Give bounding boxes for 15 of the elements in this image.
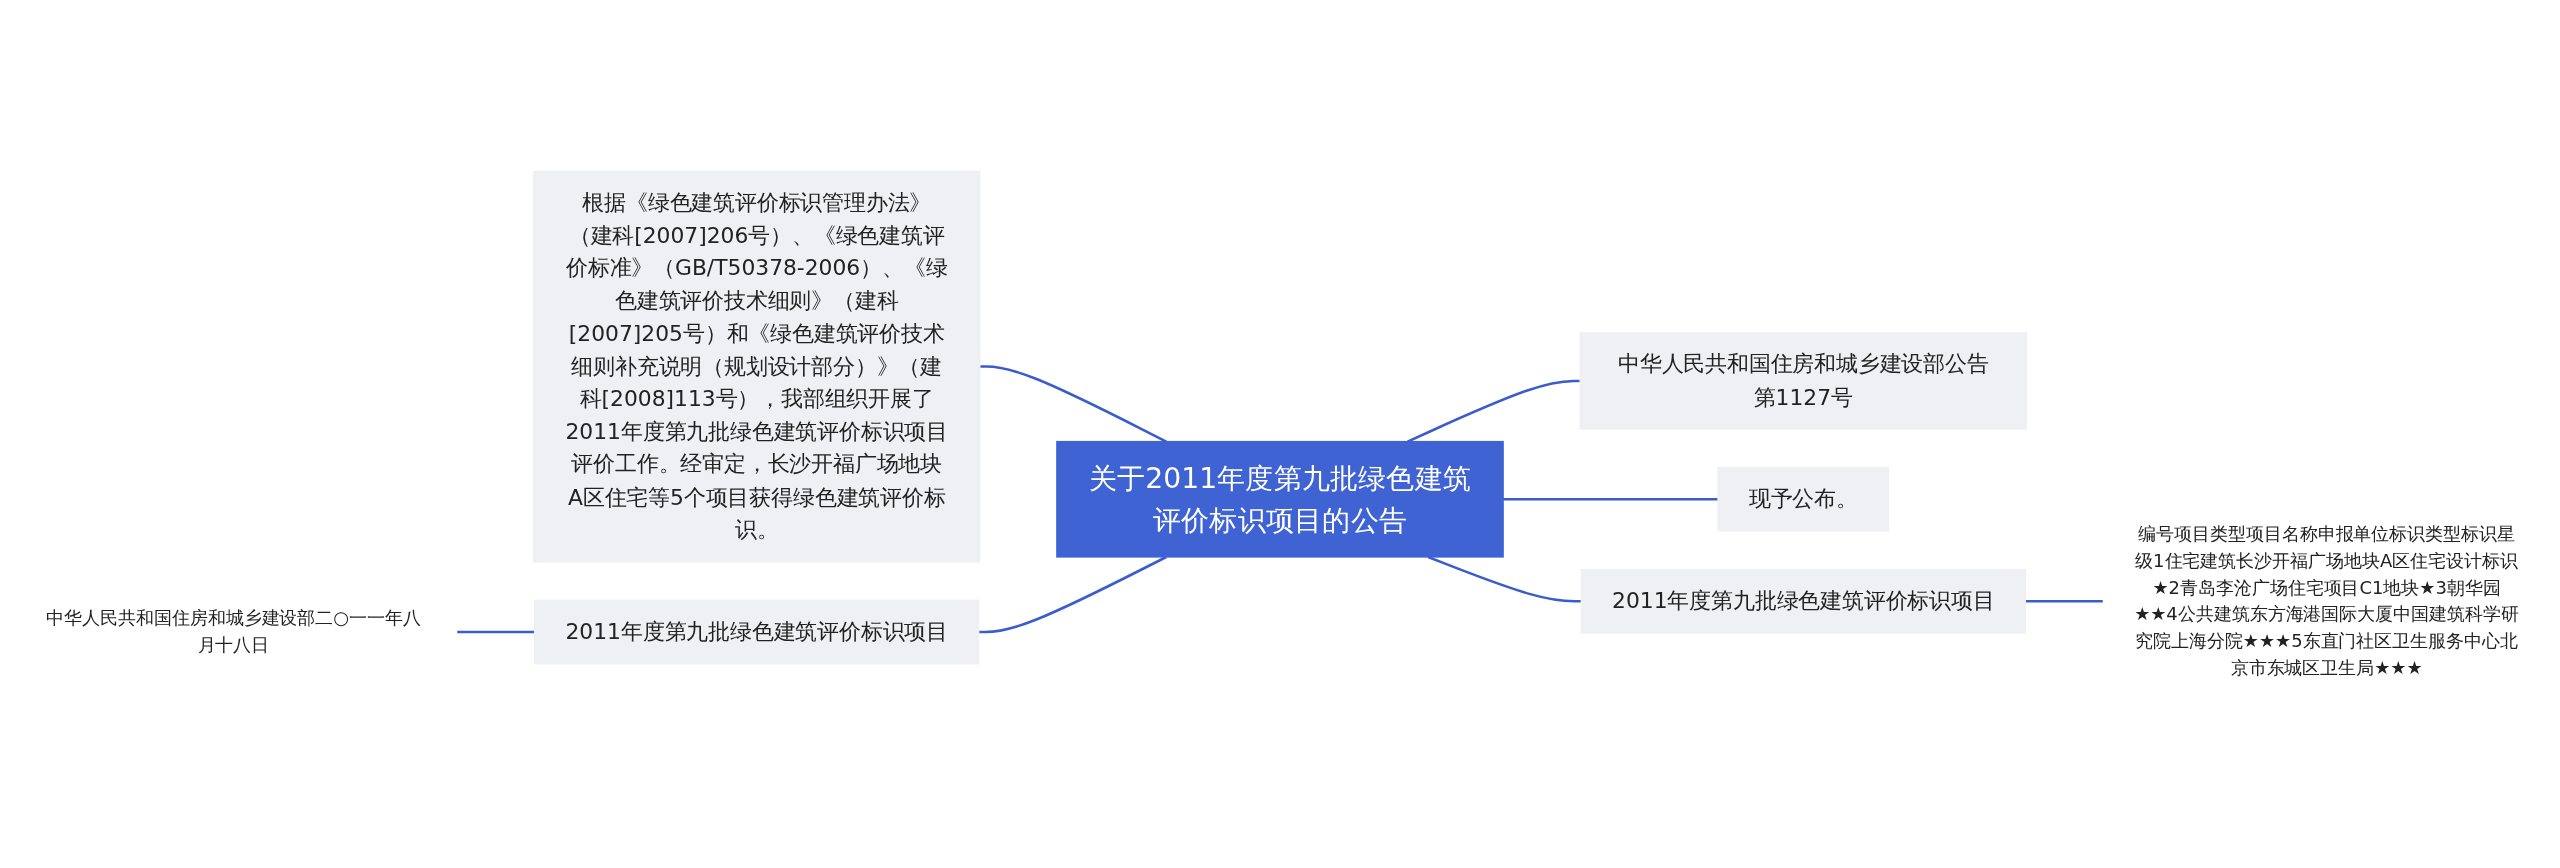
- connector: [978, 555, 1167, 633]
- node-box: 中华人民共和国住房和城乡建设部公告第1127号: [1579, 331, 2028, 430]
- node-box: 2011年度第九批绿色建筑评价标识项目: [1580, 568, 2026, 634]
- connector: [1427, 555, 1582, 603]
- node-box: 关于2011年度第九批绿色建筑评价标识项目的公告: [1056, 440, 1504, 558]
- connector: [2025, 599, 2104, 603]
- node-text: 编号项目类型项目名称申报单位标识类型标识星级1住宅建筑长沙开福广场地块A区住宅设计标识★2青岛李沧广场住宅项目C1地块★3朝华园★★4公共建筑东方海港国际大厦中国建筑科学研究院上海分院★★★5东直门社区卫生服务中心北京市东城区卫生局★★★: [2134, 522, 2519, 678]
- connector: [979, 364, 1167, 443]
- node-box: 现予公布。: [1717, 466, 1890, 532]
- connector: [1503, 497, 1718, 501]
- connector: [1407, 379, 1581, 443]
- node-box: 根据《绿色建筑评价标识管理办法》（建科[2007]206号）、《绿色建筑评价标准》（GB/T50378-2006）、《绿色建筑评价技术细则》（建科[2007]205号）和《绿色建筑评价技术细则补充说明（规划设计部分）》（建科[2008]113号），我部组织开展了2011年度第九批绿色建筑评价标识项目评价工作。经审定，长沙开福广场地块A区住宅等5个项目获得绿色建筑评价标识。: [532, 170, 981, 563]
- node-text: 中华人民共和国住房和城乡建设部二○一一年八月十八日: [46, 607, 421, 655]
- connector: [456, 630, 535, 633]
- node-box: 2011年度第九批绿色建筑评价标识项目: [534, 599, 980, 665]
